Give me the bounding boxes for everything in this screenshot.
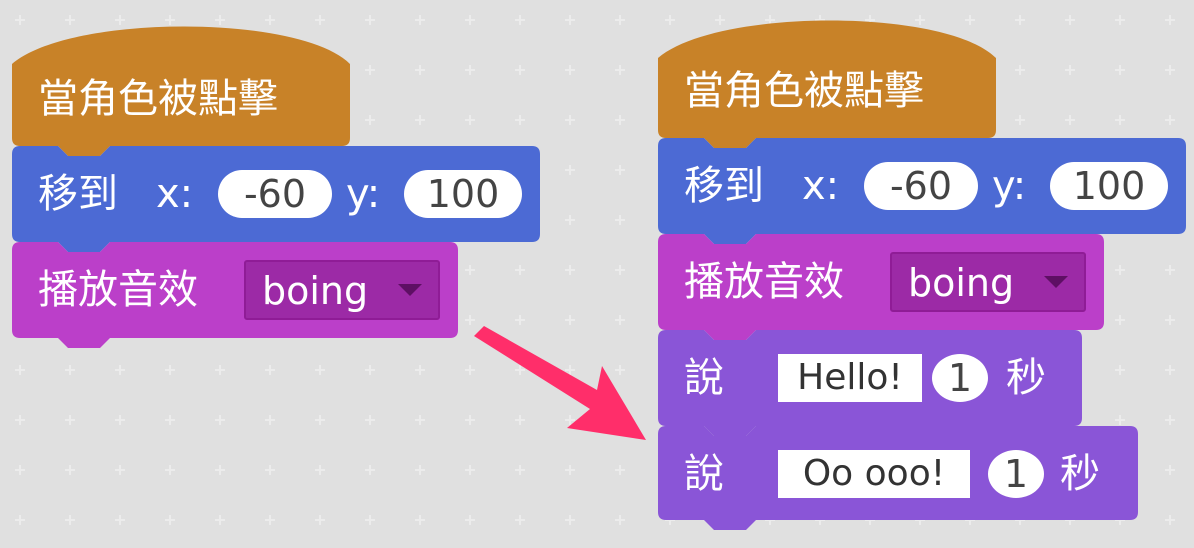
say-seconds-unit: 秒 <box>1060 451 1100 497</box>
say-seconds-unit: 秒 <box>1006 355 1046 401</box>
goto-x-input[interactable]: -60 <box>218 170 332 218</box>
hat-block-label: 當角色被點擊 <box>684 68 924 114</box>
dropdown-arrow-icon <box>1044 276 1068 288</box>
goto-y-input[interactable]: 100 <box>1050 162 1168 210</box>
sound-dropdown-value: boing <box>262 269 369 313</box>
goto-x-label: x: <box>802 163 840 209</box>
hat-block-label: 當角色被點擊 <box>38 76 278 122</box>
say-message-input[interactable]: Hello! <box>778 354 922 402</box>
goto-x-label: x: <box>156 171 194 217</box>
play-sound-label: 播放音效 <box>684 259 844 305</box>
say-seconds-input[interactable]: 1 <box>932 354 988 402</box>
goto-y-label: y: <box>992 163 1027 209</box>
sound-dropdown-value: boing <box>908 261 1015 305</box>
goto-label: 移到 <box>684 163 764 209</box>
say-message-input[interactable]: Oo ooo! <box>778 450 970 498</box>
goto-y-label: y: <box>346 171 381 217</box>
goto-x-input[interactable]: -60 <box>864 162 978 210</box>
sound-dropdown[interactable]: boing <box>890 252 1086 312</box>
say-label: 說 <box>684 451 724 497</box>
sound-dropdown[interactable]: boing <box>244 260 440 320</box>
say-label: 說 <box>684 355 724 401</box>
goto-label: 移到 <box>38 171 118 217</box>
say-seconds-input[interactable]: 1 <box>988 450 1044 498</box>
play-sound-label: 播放音效 <box>38 267 198 313</box>
dropdown-arrow-icon <box>398 284 422 296</box>
goto-y-input[interactable]: 100 <box>404 170 522 218</box>
